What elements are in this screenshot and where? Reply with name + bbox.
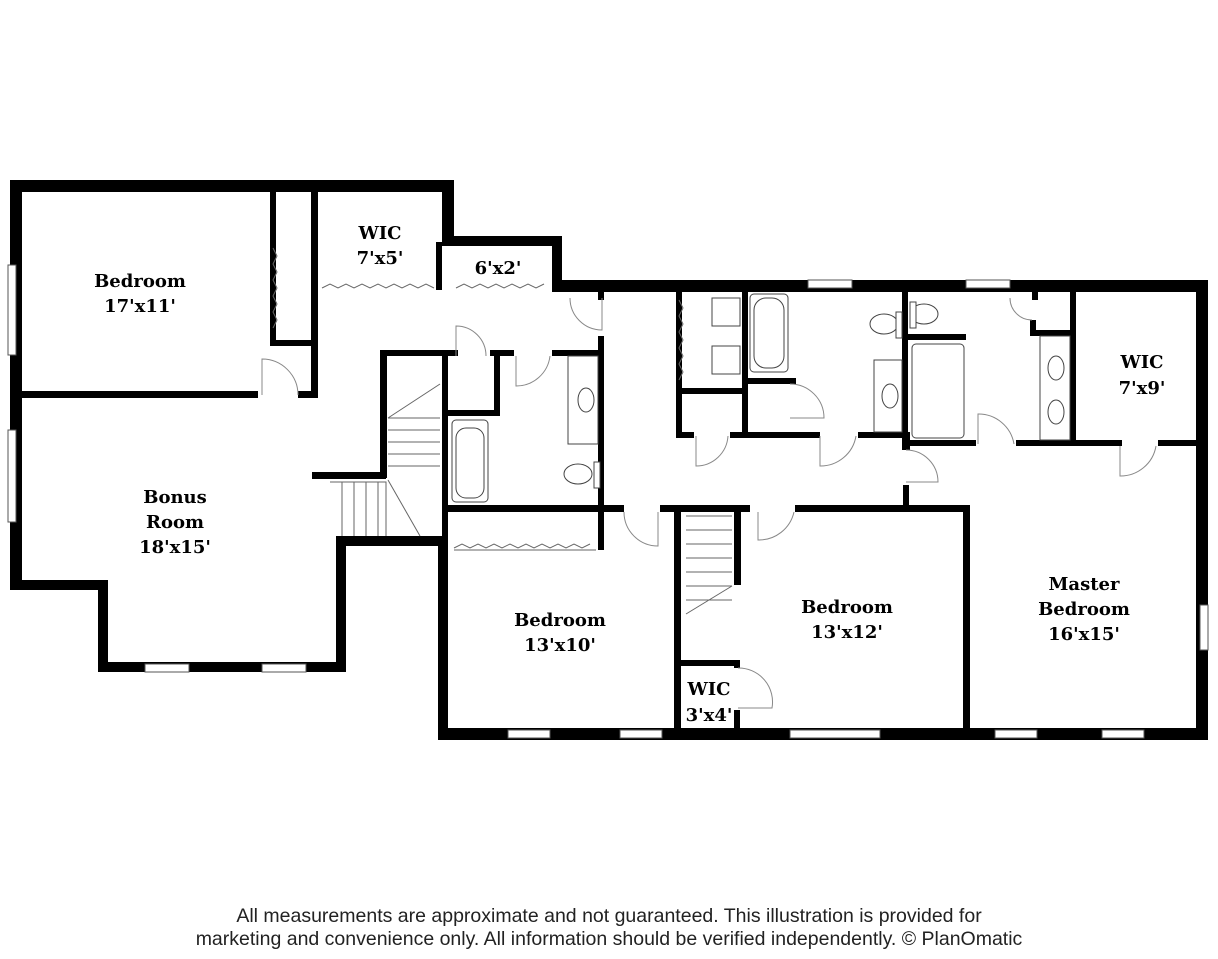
room-dimensions: 6'x2': [475, 258, 522, 279]
room-bonus-room: Bonus Room 18'x15': [139, 487, 211, 558]
windows: [7, 264, 1209, 739]
disclaimer: All measurements are approximate and not…: [0, 905, 1218, 951]
disclaimer-line-1: All measurements are approximate and not…: [236, 905, 982, 927]
fixtures: [451, 293, 1071, 503]
stairs: [330, 383, 733, 615]
room-dimensions: 7'x9': [1119, 378, 1166, 399]
room-name: WIC: [687, 679, 731, 700]
room-wic-3x4: WIC 3'x4': [686, 679, 733, 726]
room-dimensions: 18'x15': [139, 537, 211, 558]
room-dimensions: 7'x5': [357, 248, 404, 269]
room-name-line1: Master: [1049, 574, 1120, 595]
room-closet-6x2: 6'x2': [475, 258, 522, 279]
room-dimensions: 13'x10': [524, 635, 596, 656]
room-name: Bedroom: [514, 610, 606, 631]
exterior-walls: [10, 180, 1208, 740]
door-swings: [261, 297, 1157, 709]
room-bedroom-13x10: Bedroom 13'x10': [514, 610, 606, 656]
room-wic-7x9: WIC 7'x9': [1119, 352, 1166, 399]
interior-walls: [10, 190, 1198, 738]
room-master-bedroom: Master Bedroom 16'x15': [1038, 574, 1130, 645]
disclaimer-line-2: marketing and convenience only. All info…: [195, 928, 1023, 950]
room-dimensions: 17'x11': [104, 296, 176, 317]
floor-plan: Bedroom 17'x11' WIC 7'x5' 6'x2' Bonus Ro…: [7, 180, 1209, 740]
room-name-line2: Bedroom: [1038, 599, 1130, 620]
bifold-doors: [272, 247, 684, 551]
room-name: Bedroom: [801, 597, 893, 618]
room-name-line1: Bonus: [143, 487, 207, 508]
room-name: WIC: [358, 223, 402, 244]
room-dimensions: 16'x15': [1048, 624, 1120, 645]
room-name-line2: Room: [146, 512, 204, 533]
room-bedroom-17x11: Bedroom 17'x11': [94, 271, 186, 317]
room-dimensions: 13'x12': [811, 622, 883, 643]
room-bedroom-13x12: Bedroom 13'x12': [801, 597, 893, 643]
room-name: WIC: [1120, 352, 1164, 373]
room-name: Bedroom: [94, 271, 186, 292]
room-wic-7x5: WIC 7'x5': [357, 223, 404, 269]
room-dimensions: 3'x4': [686, 705, 733, 726]
